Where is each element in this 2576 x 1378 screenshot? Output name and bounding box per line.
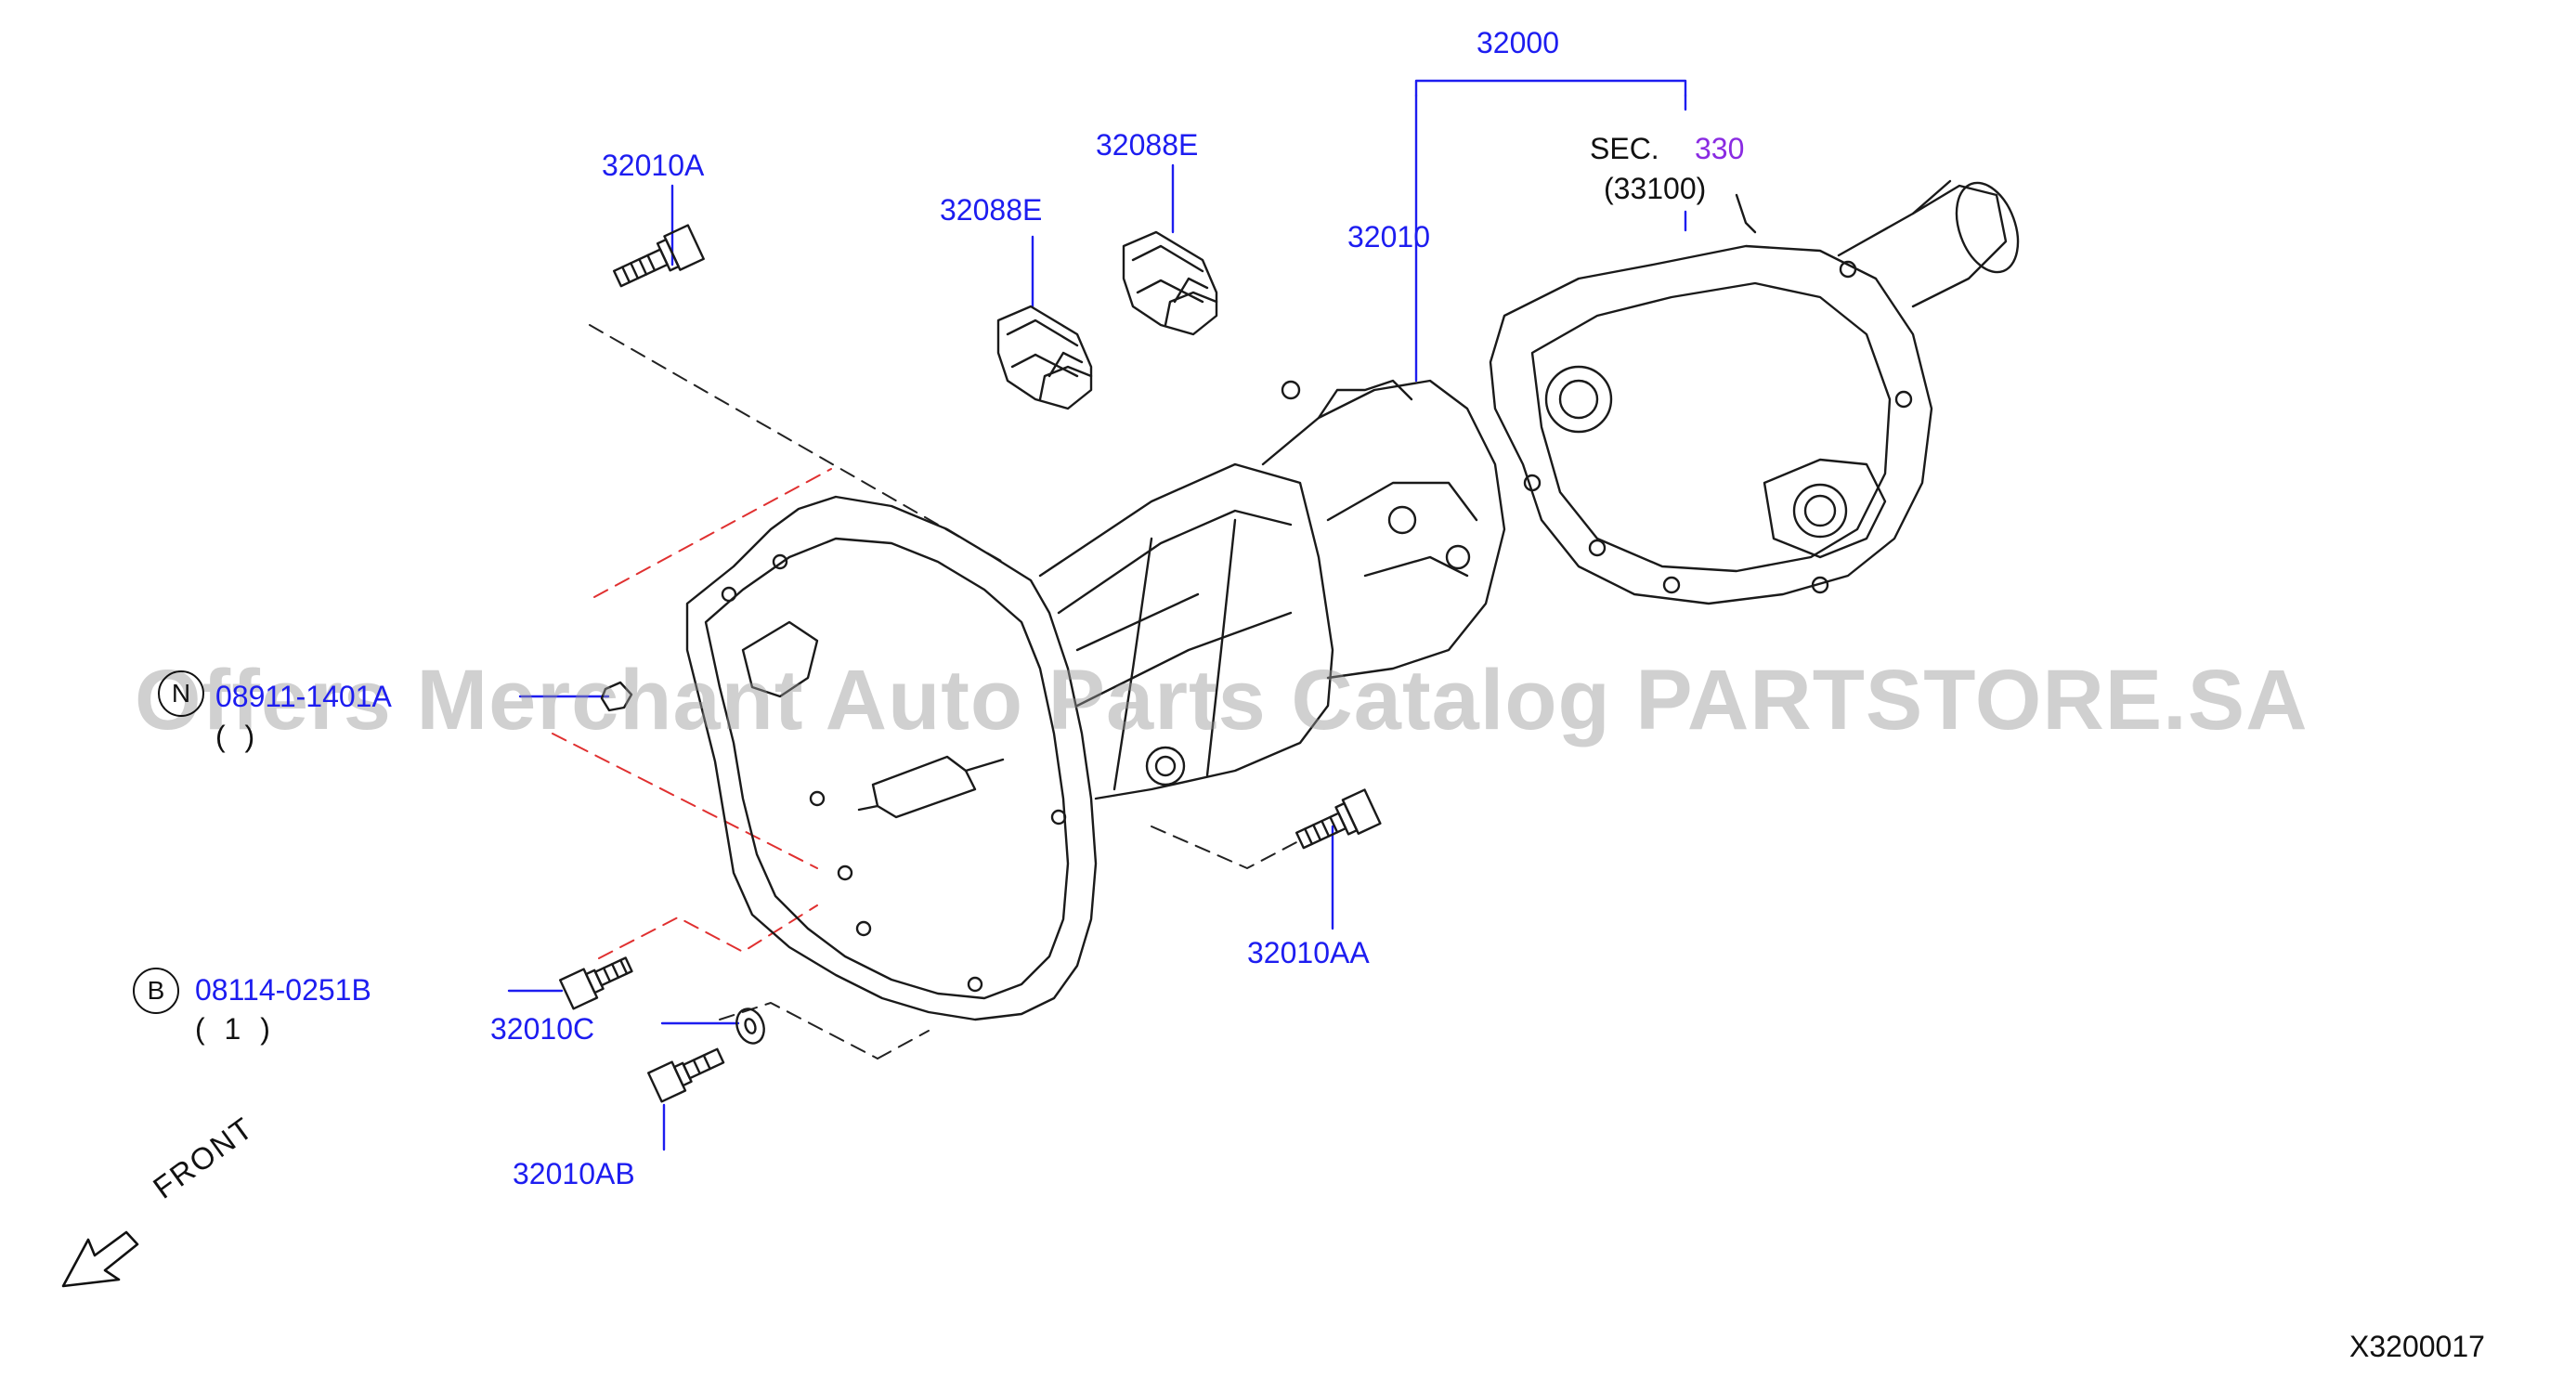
- label-sec-sub: (33100): [1604, 172, 1707, 205]
- transfer-case-shape: [1489, 179, 2020, 605]
- label-bolt-32010ab[interactable]: 32010AB: [513, 1157, 635, 1190]
- diagram-code: X3200017: [2349, 1330, 2485, 1363]
- label-sec-prefix: SEC.: [1590, 132, 1659, 165]
- label-mount-32088e-upper[interactable]: 32088E: [1096, 128, 1199, 162]
- label-part-08911-qty: ( ): [215, 720, 261, 753]
- mount-32088e-upper-shape: [1122, 230, 1218, 336]
- label-sec-number[interactable]: 330: [1695, 132, 1745, 165]
- badge-b: B: [133, 968, 179, 1014]
- front-arrow-shape: [61, 1230, 139, 1288]
- label-assembly-32000[interactable]: 32000: [1477, 26, 1559, 59]
- watermark-text: Offers Merchant Auto Parts Catalog PARTS…: [135, 653, 2309, 748]
- washer-shape: [735, 1008, 765, 1045]
- nut-08911-shape: [600, 681, 633, 712]
- label-part-08114[interactable]: 08114-0251B: [195, 973, 371, 1007]
- bolt-32010aa-shape: [1295, 788, 1382, 850]
- red-dashed-connectors: [552, 468, 832, 959]
- bolt-32010ab-shape: [647, 1047, 725, 1103]
- bolt-32010c-shape: [559, 956, 633, 1010]
- label-mount-32088e-lower[interactable]: 32088E: [940, 193, 1043, 227]
- label-transmission-32010[interactable]: 32010: [1347, 220, 1430, 254]
- label-bolt-32010aa[interactable]: 32010AA: [1247, 936, 1370, 969]
- leader-lines: [507, 79, 1687, 1151]
- bolt-32010a-shape: [612, 224, 705, 288]
- badge-n: N: [158, 670, 204, 717]
- label-part-08114-qty: ( 1 ): [195, 1012, 276, 1046]
- label-bolt-32010c[interactable]: 32010C: [490, 1012, 595, 1046]
- label-part-08911[interactable]: 08911-1401A: [215, 680, 392, 713]
- mount-32088e-lower-shape: [996, 305, 1093, 410]
- label-bolt-32010a[interactable]: 32010A: [602, 149, 705, 182]
- transmission-shape: [685, 379, 1506, 1021]
